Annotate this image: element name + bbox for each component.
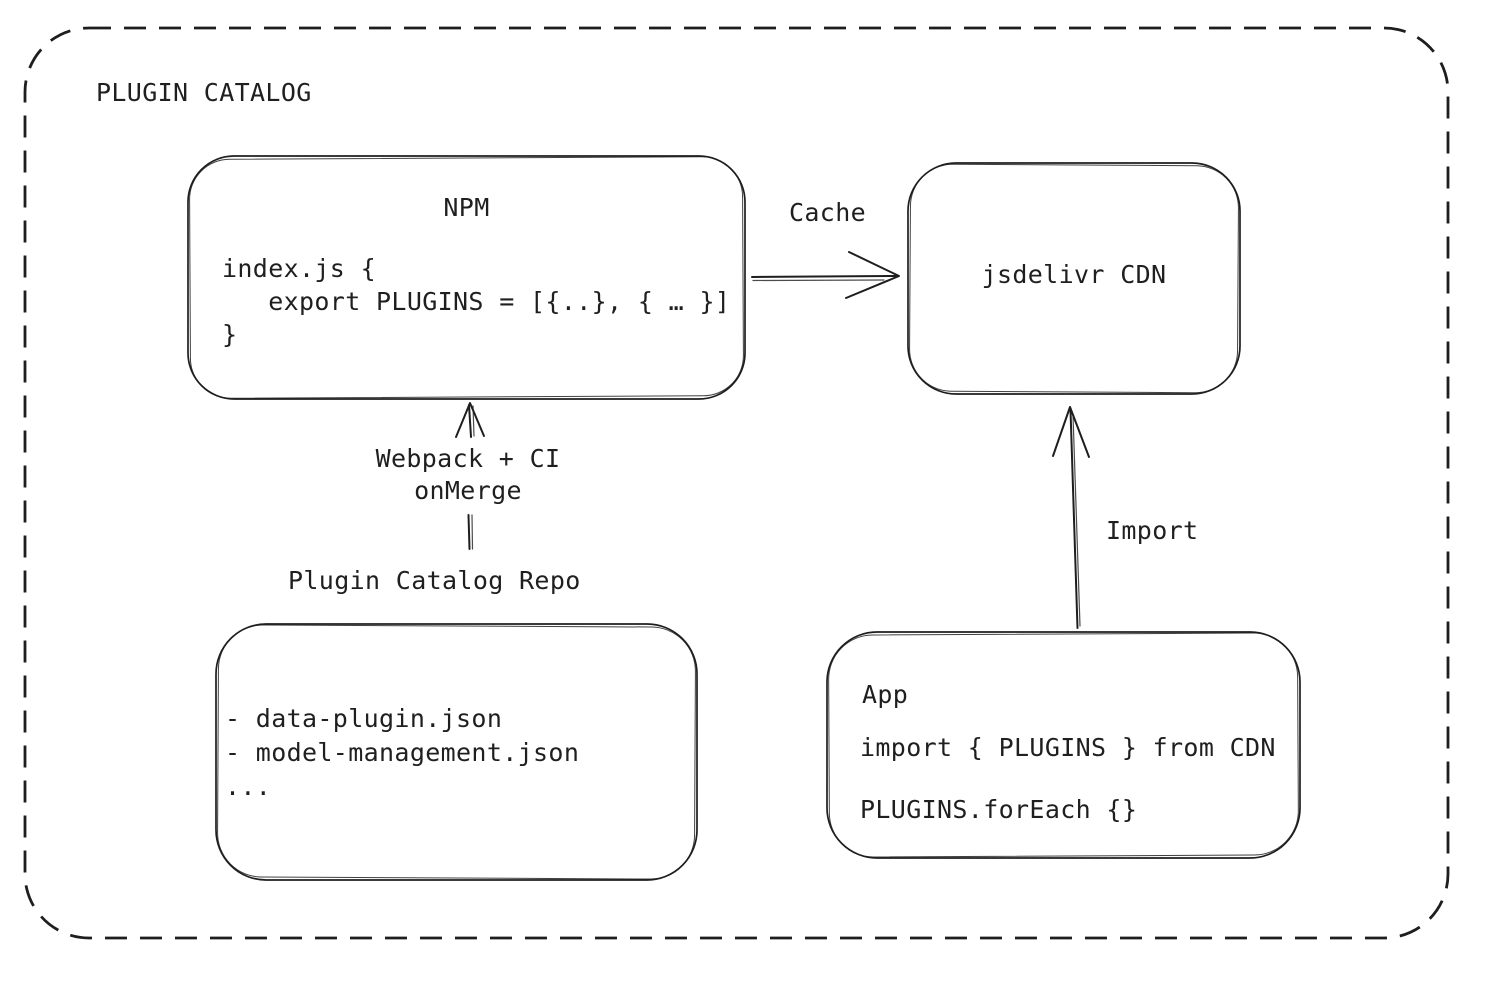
app-node-title: App — [862, 680, 909, 709]
repo-file-item: ... — [225, 772, 272, 801]
cdn-node-box — [907, 162, 1241, 395]
npm-code-line: index.js { — [222, 254, 377, 283]
npm-code-line: export PLUGINS = [{..}, { … }] — [222, 287, 731, 316]
repo-node-box — [215, 623, 698, 881]
repo-file-item: - data-plugin.json — [225, 704, 503, 733]
cdn-node-title: jsdelivr CDN — [981, 260, 1167, 289]
app-node-box — [826, 631, 1301, 859]
build-arrow — [455, 402, 485, 550]
repo-node-label: Plugin Catalog Repo — [288, 566, 581, 595]
cache-arrow-label: Cache — [789, 198, 867, 227]
build-arrow-label: Webpack + CI onMerge — [375, 444, 561, 505]
app-code-line: import { PLUGINS } from CDN — [860, 733, 1276, 762]
app-code-line: PLUGINS.forEach {} — [860, 795, 1138, 824]
npm-node-box — [187, 155, 746, 400]
import-arrow-label: Import — [1106, 516, 1199, 545]
repo-file-item: - model-management.json — [225, 738, 580, 767]
diagram-title: PLUGIN CATALOG — [96, 78, 312, 107]
cache-arrow — [751, 251, 900, 299]
catalog-boundary-box — [23, 26, 1450, 940]
import-arrow — [1052, 406, 1090, 629]
npm-node-title: NPM — [443, 193, 490, 222]
npm-code-line: } — [222, 320, 238, 349]
